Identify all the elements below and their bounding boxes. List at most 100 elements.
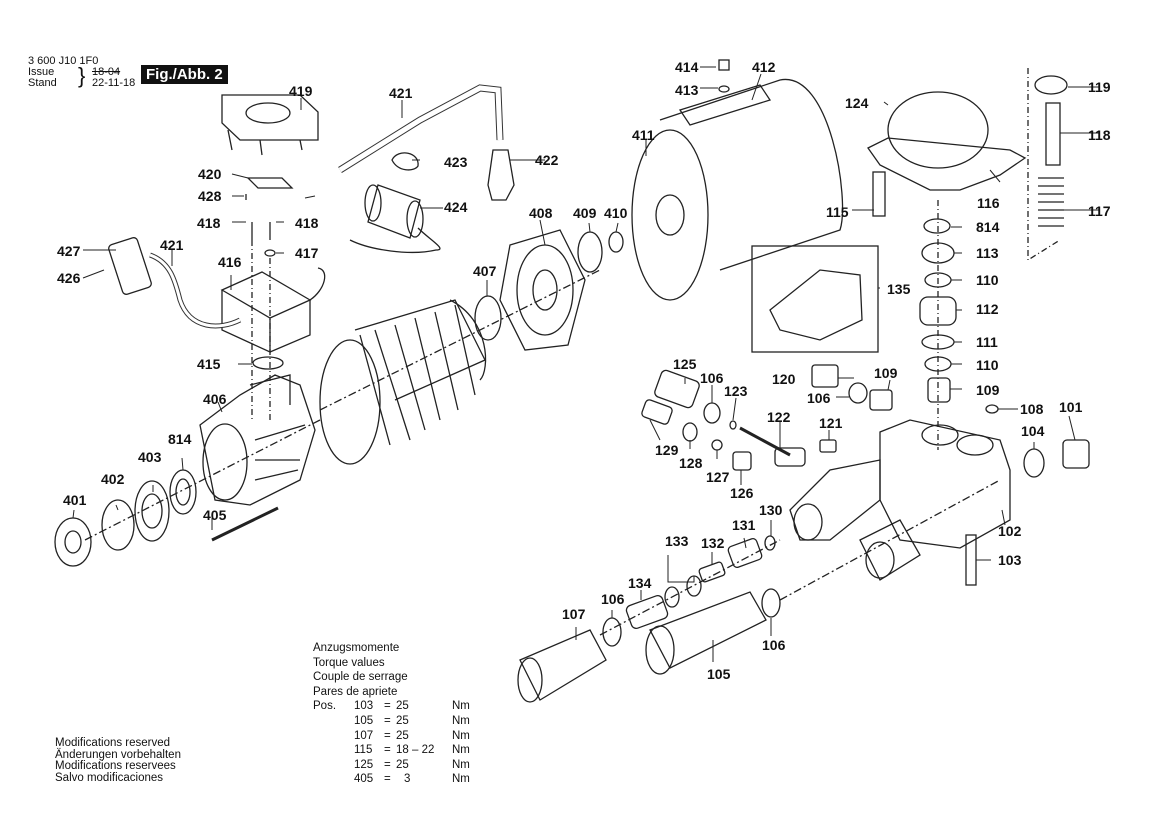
part-label-120: 120 — [772, 371, 796, 387]
part-label-117: 117 — [1088, 203, 1111, 219]
ring-128 — [682, 422, 698, 442]
spring-126 — [732, 451, 752, 471]
spring-132 — [698, 561, 726, 583]
part-label-401: 401 — [63, 492, 87, 508]
part-label-131: 131 — [732, 517, 756, 533]
part-label-418-left: 418 — [197, 215, 221, 231]
washer-108 — [985, 404, 999, 414]
torque-title-de: Anzugsmomente — [313, 642, 400, 654]
torque-title-es: Pares de apriete — [313, 685, 398, 698]
pos-label: Pos. — [313, 700, 337, 713]
part-label-122: 122 — [767, 409, 791, 425]
plug-101 — [1062, 439, 1090, 469]
modifications-en: Modifications reserved — [55, 737, 171, 749]
part-label-112: 112 — [976, 301, 999, 317]
modifications-notice: Modifications reserved Änderungen vorbeh… — [55, 737, 181, 784]
o-ring-415 — [252, 356, 284, 370]
brace-icon: } — [78, 63, 86, 88]
washer-119 — [1034, 75, 1068, 95]
part-label-118: 118 — [1088, 127, 1111, 143]
torque-title-fr: Couple de serrage — [313, 671, 408, 684]
part-label-416: 416 — [218, 254, 242, 270]
part-label-814: 814 — [168, 431, 192, 447]
ball-127 — [711, 439, 723, 451]
insert-134 — [625, 594, 669, 630]
seal-409 — [577, 231, 603, 273]
screw-414 — [718, 59, 730, 71]
seal-814 — [169, 469, 197, 515]
part-label-102: 102 — [998, 523, 1022, 539]
document-number: 3 600 J10 1F0 — [28, 55, 99, 67]
valve-stem-122 — [739, 426, 791, 457]
part-label-107: 107 — [562, 606, 586, 622]
part-label-111: 111 — [976, 334, 998, 350]
part-label-408: 408 — [529, 205, 553, 221]
part-label-426: 426 — [57, 270, 81, 286]
cap-402 — [101, 499, 135, 551]
o-ring-106-a — [848, 382, 868, 404]
part-label-101: 101 — [1059, 399, 1083, 415]
part-label-411: 411 — [632, 127, 655, 143]
part-label-410: 410 — [604, 205, 628, 221]
part-label-126: 126 — [730, 485, 754, 501]
part-label-402: 402 — [101, 471, 125, 487]
part-label-423: 423 — [444, 154, 468, 170]
part-label-125: 125 — [673, 356, 697, 372]
torque-values-table: Anzugsmomente Torque values Couple de se… — [313, 641, 470, 787]
bearing-407 — [474, 295, 502, 341]
spring-117 — [1038, 177, 1064, 227]
part-label-424: 424 — [444, 199, 468, 215]
part-label-418-right: 418 — [295, 215, 319, 231]
issue-label: Issue — [28, 66, 55, 78]
modifications-de: Änderungen vorbehalten — [55, 748, 181, 761]
switch-cover-419 — [221, 94, 319, 156]
washer-417 — [264, 249, 276, 257]
modifications-es: Salvo modificaciones — [55, 771, 164, 784]
stand-value: 22-11-18 — [92, 77, 136, 89]
part-label-406: 406 — [203, 391, 227, 407]
part-label-814-valve: 814 — [976, 219, 1000, 235]
part-label-119: 119 — [1088, 79, 1111, 95]
part-label-413: 413 — [675, 82, 699, 98]
seal-814-valve — [923, 218, 951, 234]
part-label-428: 428 — [198, 188, 222, 204]
part-label-132: 132 — [701, 535, 725, 551]
part-label-420: 420 — [198, 166, 222, 182]
part-label-414: 414 — [675, 59, 699, 75]
o-ring-106-d — [761, 588, 781, 618]
part-label-121: 121 — [819, 415, 843, 431]
figure-label: Fig./Abb. 2 — [141, 65, 228, 84]
part-label-129: 129 — [655, 442, 679, 458]
o-ring-106-b — [703, 402, 721, 424]
issue-value: 18-04 — [92, 66, 121, 78]
part-label-135: 135 — [887, 281, 911, 297]
o-ring-124 — [887, 91, 989, 169]
part-label-427: 427 — [57, 243, 81, 259]
ring-133-b — [664, 586, 680, 608]
part-label-105: 105 — [707, 666, 731, 682]
part-label-421b: 421 — [160, 237, 184, 253]
washer-413 — [718, 85, 730, 93]
part-label-407: 407 — [473, 263, 497, 279]
part-label-106-d: 106 — [762, 637, 786, 653]
pump-housing-406 — [199, 374, 316, 506]
part-label-106-a: 106 — [807, 390, 831, 406]
part-label-417: 417 — [295, 245, 319, 261]
adapter-105 — [645, 591, 767, 675]
part-label-403: 403 — [138, 449, 162, 465]
clip-423 — [391, 152, 419, 171]
plug-120 — [811, 364, 839, 388]
motor-stator — [319, 299, 487, 465]
part-label-109-left: 109 — [874, 365, 898, 381]
part-label-110-upper: 110 — [976, 272, 999, 288]
motor-housing-412 — [631, 79, 844, 301]
part-label-421: 421 — [389, 85, 413, 101]
part-label-108: 108 — [1020, 401, 1044, 417]
switch-plate-420 — [246, 177, 294, 189]
part-label-106-c: 106 — [601, 591, 625, 607]
